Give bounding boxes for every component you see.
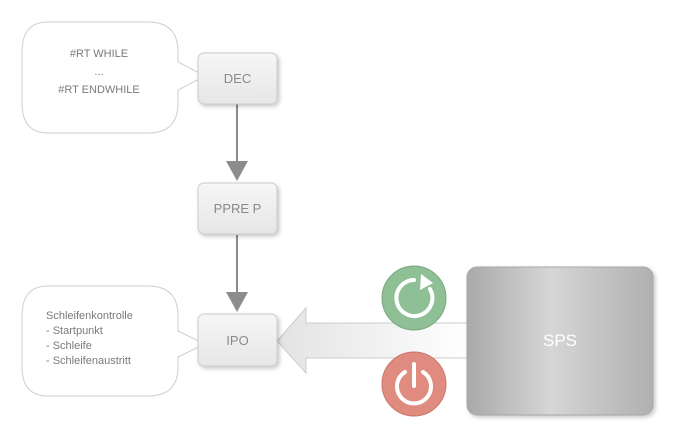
comment-line: #RT WHILE (69, 48, 129, 60)
node-sps (466, 266, 654, 416)
node-ppre (197, 182, 278, 235)
comment-bubble-bottom (21, 285, 207, 397)
arrowhead-dec-to-ppre (226, 161, 248, 181)
comment-line: #RT ENDWHILE (58, 84, 140, 96)
comment-line: ... (94, 66, 104, 78)
comment-line: Schleifenkontrolle (46, 310, 133, 322)
comment-line: - Schleifenaustritt (46, 355, 131, 367)
node-ipo (197, 313, 278, 367)
node-dec-label: DEC (223, 71, 252, 86)
comment-line: - Schleife (46, 340, 92, 352)
comment-line: - Startpunkt (46, 325, 103, 337)
comment-text-top: #RT WHILE ... #RT ENDWHILE (30, 47, 168, 98)
node-ppre-label: PPRE P (213, 201, 262, 216)
comment-bubble-top (21, 21, 207, 134)
node-dec (197, 52, 278, 105)
node-ipo-label: IPO (226, 332, 249, 348)
sps-to-ipo-arrow (276, 306, 470, 375)
power-off-icon[interactable] (381, 351, 447, 417)
power-restart-icon[interactable] (381, 265, 447, 331)
arrowhead-ppre-to-ipo (226, 292, 248, 312)
comment-text-bottom: Schleifenkontrolle - Startpunkt - Schlei… (46, 309, 176, 369)
node-sps-label: SPS (542, 331, 578, 350)
